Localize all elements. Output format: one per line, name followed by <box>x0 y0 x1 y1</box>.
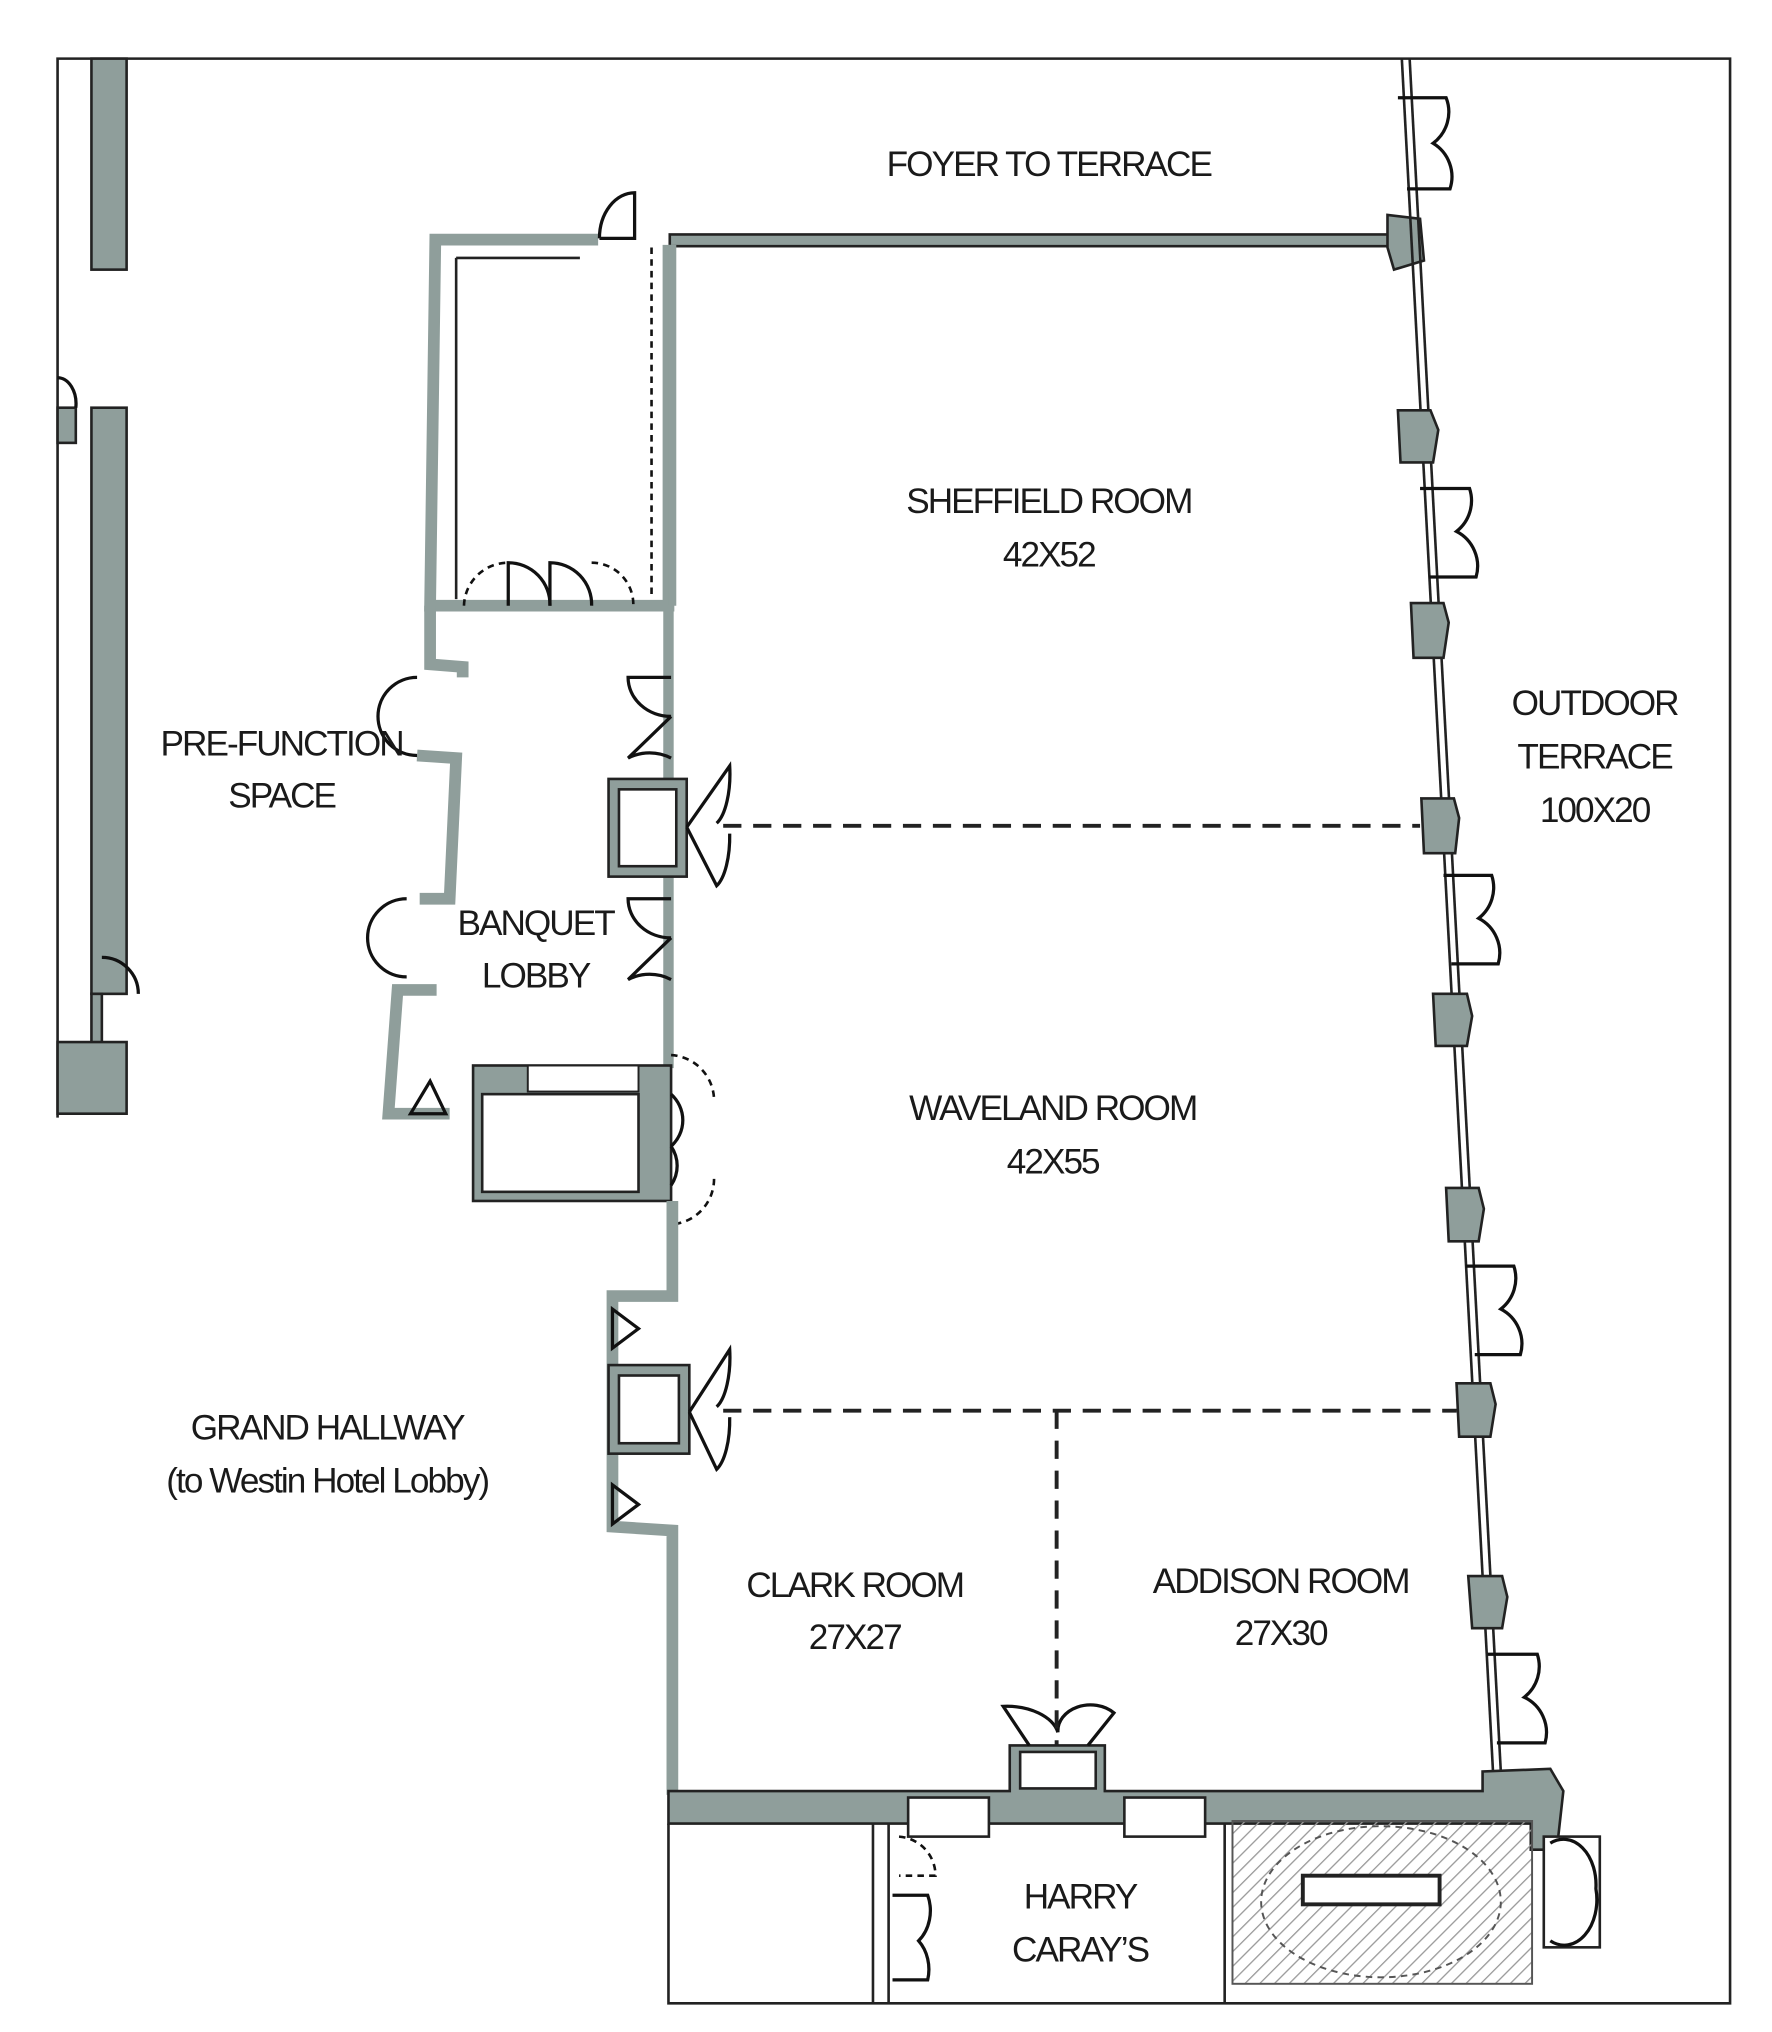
left-wall <box>56 57 140 1115</box>
terrace-label-1: OUTDOOR <box>1512 684 1679 723</box>
sheffield-room-size: 42X52 <box>1003 536 1095 575</box>
banquet-lobby-label-1: BANQUET <box>457 904 615 943</box>
grand-hallway-label-2: (to Westin Hotel Lobby) <box>166 1462 488 1501</box>
terrace-size: 100X20 <box>1540 791 1651 830</box>
banquet-lobby-label-2: LOBBY <box>482 956 591 995</box>
prefunction-label-2: SPACE <box>228 777 335 816</box>
prefunction-label-1: PRE-FUNCTION <box>161 724 403 763</box>
grand-hallway-label-1: GRAND HALLWAY <box>191 1408 465 1447</box>
room-dividers <box>723 823 1457 1746</box>
clark-room-label: CLARK ROOM <box>746 1566 963 1605</box>
sheffield-room-label: SHEFFIELD ROOM <box>906 482 1191 521</box>
terrace-label-2: TERRACE <box>1517 738 1672 777</box>
waveland-room-label: WAVELAND ROOM <box>909 1089 1196 1128</box>
harry-carays-area <box>871 1820 1602 2004</box>
outer-frame <box>56 57 1732 2005</box>
harry-carays-label-1: HARRY <box>1024 1877 1138 1916</box>
terrace-columns <box>1396 96 1549 1745</box>
addison-room-size: 27X30 <box>1235 1614 1328 1653</box>
addison-room-label: ADDISON ROOM <box>1153 1562 1409 1601</box>
banquet-lobby-walls <box>365 605 732 1226</box>
clark-room-size: 27X27 <box>809 1618 901 1657</box>
room-labels: FOYER TO TERRACE SHEFFIELD ROOM 42X52 WA… <box>161 145 1681 1970</box>
waveland-room-size: 42X55 <box>1007 1143 1100 1182</box>
harry-carays-label-2: CARAY’S <box>1012 1931 1149 1970</box>
foyer-label: FOYER TO TERRACE <box>887 145 1212 184</box>
storage-room <box>424 191 1426 612</box>
